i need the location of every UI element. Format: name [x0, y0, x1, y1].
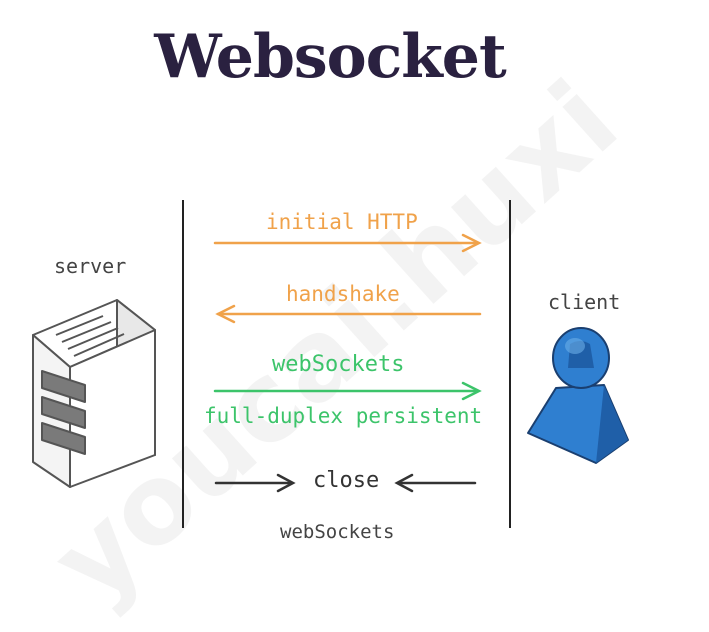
arrow-initial-http: [213, 233, 482, 253]
arrow-websockets: [213, 381, 482, 401]
user-icon: [527, 327, 629, 464]
server-label: server: [54, 254, 127, 278]
server-icon: [32, 299, 156, 488]
bottom-websockets-label: webSockets: [280, 521, 395, 543]
initial-http-label: initial HTTP: [266, 210, 418, 234]
arrow-close-right: [394, 473, 477, 493]
full-duplex-label: full-duplex persistent: [204, 404, 483, 428]
arrow-close-left: [214, 473, 296, 493]
websockets-label: webSockets: [272, 352, 405, 377]
handshake-label: handshake: [286, 282, 400, 306]
client-label: client: [548, 290, 621, 314]
close-label: close: [313, 468, 380, 493]
diagram-title: Websocket: [154, 22, 506, 92]
arrow-handshake: [215, 304, 482, 324]
